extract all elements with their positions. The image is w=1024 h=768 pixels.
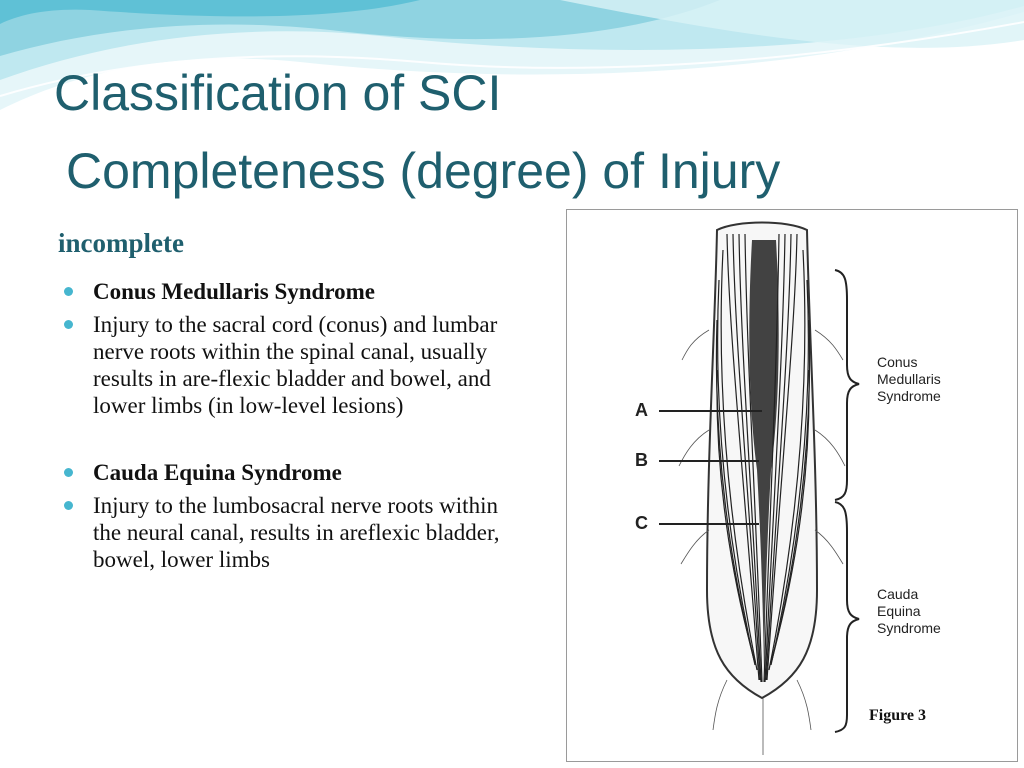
bullet-item: Cauda Equina Syndrome [62, 459, 502, 486]
bullet-text: Injury to the lumbosacral nerve roots wi… [93, 493, 500, 572]
figure-label-cauda: Cauda Equina Syndrome [877, 586, 941, 636]
bullet-item: Conus Medullaris Syndrome [62, 278, 502, 305]
bullet-list: Conus Medullaris Syndrome Injury to the … [62, 278, 502, 573]
spinal-cord-illustration [659, 221, 860, 755]
section-heading: incomplete [58, 228, 184, 258]
bullet-text: Conus Medullaris Syndrome [93, 279, 376, 304]
slide-title: Classification of SCI [54, 65, 502, 121]
figure-letter-b: B [635, 450, 648, 470]
bullet-text: Injury to the sacral cord (conus) and lu… [93, 312, 498, 418]
figure-letter-a: A [635, 400, 648, 420]
bullet-text: Cauda Equina Syndrome [93, 460, 342, 485]
figure-caption: Figure 3 [869, 707, 927, 724]
bullet-dot-icon [64, 320, 73, 329]
bullet-item: Injury to the sacral cord (conus) and lu… [62, 311, 502, 419]
bullet-item: Injury to the lumbosacral nerve roots wi… [62, 492, 502, 573]
figure-label-conus: Conus Medullaris Syndrome [877, 354, 941, 404]
figure-letter-c: C [635, 513, 648, 533]
bullet-dot-icon [64, 468, 73, 477]
spinal-cord-figure: A B C Conus Medullaris Syndrome Cauda Eq… [566, 209, 1018, 762]
bullet-dot-icon [64, 501, 73, 510]
slide-subtitle: Completeness (degree) of Injury [66, 143, 781, 199]
header-wave-decoration [0, 0, 1024, 110]
bullet-dot-icon [64, 287, 73, 296]
